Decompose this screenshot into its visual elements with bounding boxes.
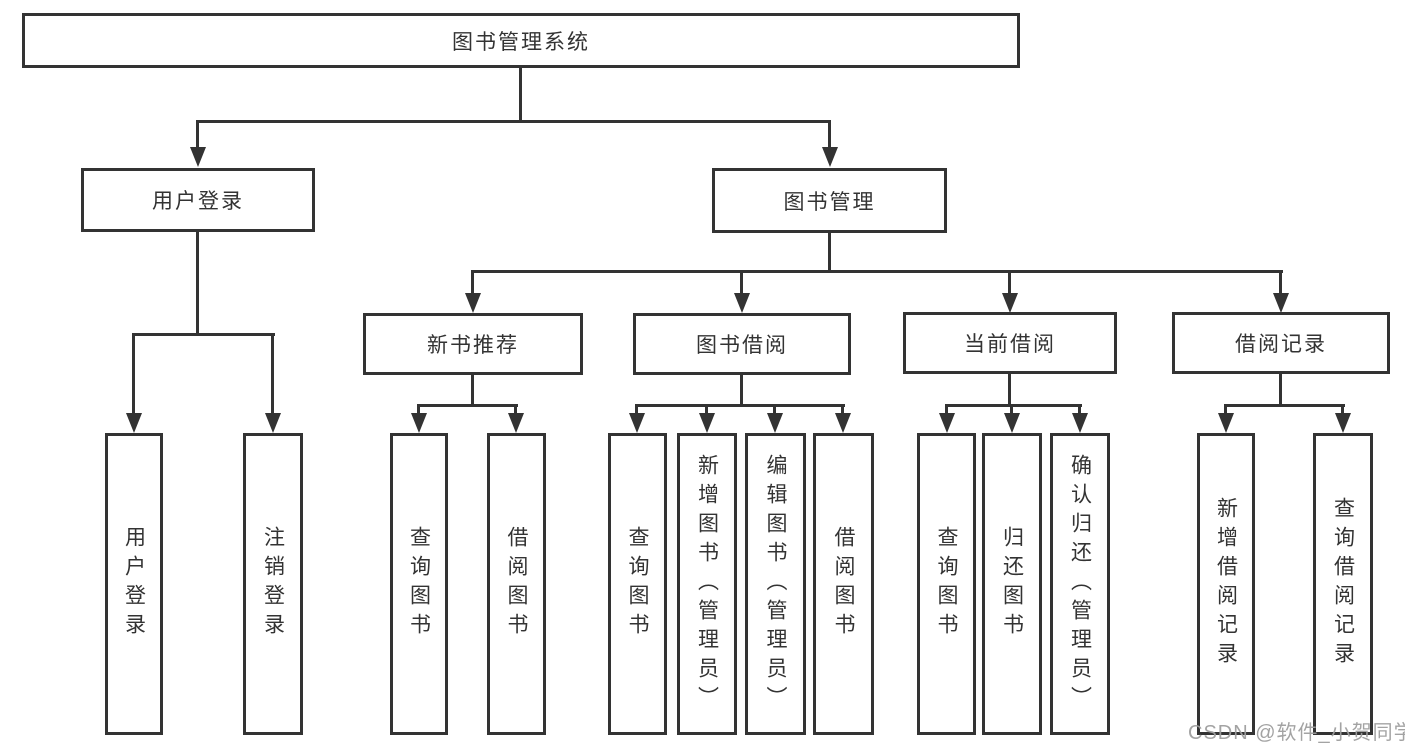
arrowhead-down-icon — [939, 413, 955, 433]
leaf-current-confirm: 确认归还（管理员） — [1050, 433, 1110, 735]
node-book-mgmt-label: 图书管理 — [783, 190, 876, 214]
arrowhead-down-icon — [734, 293, 750, 313]
connector-vline — [841, 404, 844, 416]
connector-vline — [705, 404, 708, 416]
connector-vline — [132, 333, 135, 415]
connector-vline — [1341, 404, 1344, 416]
leaf-borrow-add: 新增图书（管理员） — [677, 433, 737, 735]
connector-hline — [635, 404, 845, 407]
connector-vline — [1279, 270, 1282, 295]
arrowhead-down-icon — [126, 413, 142, 433]
leaf-record-query-label: 查询借阅记录 — [1331, 497, 1355, 671]
leaf-current-return-label: 归还图书 — [1000, 526, 1024, 642]
connector-hline — [945, 404, 1082, 407]
leaf-newbook-borrow-label: 借阅图书 — [505, 526, 528, 642]
csdn-watermark: CSDN @软件_小贺同学 — [1188, 722, 1405, 744]
node-borrow-record: 借阅记录 — [1172, 312, 1390, 374]
arrowhead-down-icon — [1002, 293, 1018, 313]
connector-vline — [1008, 374, 1011, 407]
node-user-login: 用户登录 — [81, 168, 315, 232]
leaf-borrow-query: 查询图书 — [608, 433, 667, 735]
arrowhead-down-icon — [699, 413, 715, 433]
connector-vline — [828, 120, 831, 148]
leaf-newbook-borrow: 借阅图书 — [487, 433, 546, 735]
node-root-label: 图书管理系统 — [452, 30, 590, 54]
connector-vline — [1010, 404, 1013, 416]
node-new-book: 新书推荐 — [363, 313, 583, 375]
arrowhead-down-icon — [1004, 413, 1020, 433]
arrowhead-down-icon — [465, 293, 481, 313]
connector-hline — [1224, 404, 1345, 407]
node-new-book-label: 新书推荐 — [427, 334, 519, 357]
node-current-borrow-label: 当前借阅 — [964, 333, 1056, 356]
leaf-record-add-label: 新增借阅记录 — [1214, 497, 1238, 671]
connector-vline — [945, 404, 948, 416]
leaf-current-return: 归还图书 — [982, 433, 1042, 735]
leaf-current-query: 查询图书 — [917, 433, 976, 735]
connector-vline — [828, 233, 831, 272]
arrowhead-down-icon — [265, 413, 281, 433]
leaf-logout: 注销登录 — [243, 433, 303, 735]
connector-vline — [514, 404, 517, 416]
node-current-borrow: 当前借阅 — [903, 312, 1117, 374]
connector-hline — [471, 270, 1283, 273]
connector-vline — [635, 404, 638, 416]
connector-hline — [197, 120, 831, 123]
leaf-borrow-add-label: 新增图书（管理员） — [695, 453, 719, 715]
connector-vline — [196, 232, 199, 335]
connector-vline — [1078, 404, 1081, 416]
arrowhead-down-icon — [1218, 413, 1234, 433]
connector-vline — [519, 68, 522, 122]
leaf-logout-label: 注销登录 — [261, 526, 285, 642]
connector-vline — [471, 270, 474, 295]
leaf-borrow-borrow: 借阅图书 — [813, 433, 874, 735]
leaf-current-query-label: 查询图书 — [935, 526, 958, 642]
node-user-login-label: 用户登录 — [152, 190, 244, 213]
node-borrow-record-label: 借阅记录 — [1235, 333, 1327, 356]
arrowhead-down-icon — [822, 147, 838, 167]
leaf-borrow-edit: 编辑图书（管理员） — [745, 433, 806, 735]
connector-vline — [471, 375, 474, 407]
connector-vline — [773, 404, 776, 416]
node-book-borrow-label: 图书借阅 — [696, 334, 788, 357]
arrowhead-down-icon — [835, 413, 851, 433]
connector-vline — [740, 270, 743, 295]
connector-hline — [133, 333, 275, 336]
leaf-borrow-borrow-label: 借阅图书 — [832, 526, 855, 642]
arrowhead-down-icon — [1335, 413, 1351, 433]
arrowhead-down-icon — [411, 413, 427, 433]
connector-vline — [1279, 374, 1282, 407]
leaf-borrow-edit-label: 编辑图书（管理员） — [764, 453, 787, 715]
arrowhead-down-icon — [1273, 293, 1289, 313]
leaf-record-query: 查询借阅记录 — [1313, 433, 1373, 735]
arrowhead-down-icon — [1072, 413, 1088, 433]
leaf-newbook-query-label: 查询图书 — [407, 526, 431, 642]
arrowhead-down-icon — [508, 413, 524, 433]
arrowhead-down-icon — [767, 413, 783, 433]
node-book-borrow: 图书借阅 — [633, 313, 851, 375]
connector-hline — [417, 404, 518, 407]
leaf-user-login-label: 用户登录 — [122, 526, 146, 642]
arrowhead-down-icon — [190, 147, 206, 167]
leaf-user-login: 用户登录 — [105, 433, 163, 735]
connector-vline — [740, 375, 743, 407]
node-root: 图书管理系统 — [22, 13, 1020, 68]
connector-vline — [1008, 270, 1011, 295]
leaf-newbook-query: 查询图书 — [390, 433, 448, 735]
node-book-mgmt: 图书管理 — [712, 168, 947, 233]
connector-vline — [271, 333, 274, 415]
leaf-borrow-query-label: 查询图书 — [626, 526, 649, 642]
leaf-record-add: 新增借阅记录 — [1197, 433, 1255, 735]
leaf-current-confirm-label: 确认归还（管理员） — [1068, 453, 1092, 715]
connector-vline — [196, 120, 199, 148]
arrowhead-down-icon — [629, 413, 645, 433]
connector-vline — [417, 404, 420, 416]
connector-vline — [1224, 404, 1227, 416]
